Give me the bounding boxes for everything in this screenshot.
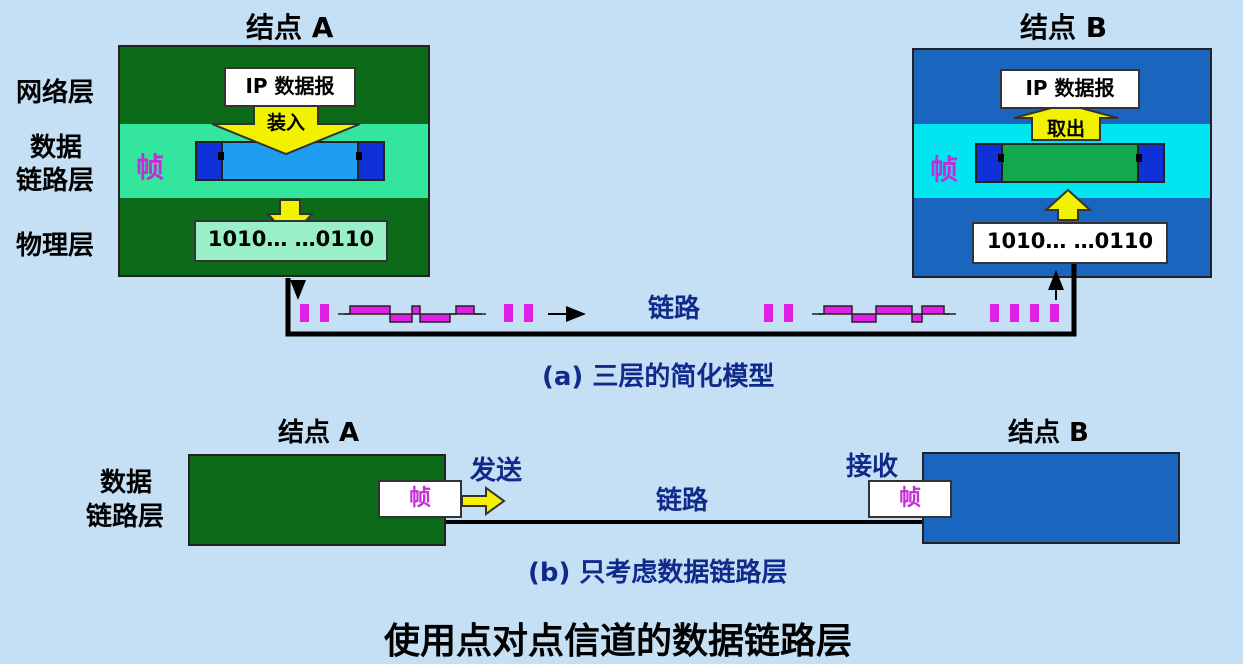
bottom-layer-label-line2: 链路层 [86,502,165,532]
node-b-title: 结点 B [1020,11,1108,44]
node-b-bits: 1010… …0110 [972,222,1168,264]
send-arrow [461,486,506,516]
node-a-ip-packet: IP 数据报 [224,67,356,107]
node-b-frame-label: 帧 [930,153,959,186]
signal-blocks [300,304,1059,322]
bottom-link-label: 链路 [656,486,709,516]
node-b-ip-packet: IP 数据报 [1000,69,1140,109]
main-title: 使用点对点信道的数据链路层 [384,621,853,662]
bottom-frame-a: 帧 [378,480,462,518]
caption-a: (a) 三层的简化模型 [542,362,775,392]
encapsulate-arrow [211,105,361,156]
top-link-label: 链路 [648,294,701,324]
waveform-left [338,305,486,323]
layer-label-datalink-line1: 数据 [30,133,83,163]
bottom-node-b-box [922,452,1180,544]
receive-label: 接收 [846,452,899,482]
node-b-up-arrow [1043,188,1093,221]
layer-label-physical: 物理层 [16,231,95,261]
bottom-node-a-title: 结点 A [278,418,360,448]
bottom-node-b-title: 结点 B [1008,418,1089,448]
send-label: 发送 [470,456,523,486]
top-link [285,262,1077,337]
node-a-title: 结点 A [246,11,334,44]
extract-arrow [1013,102,1119,141]
layer-label-datalink-line2: 链路层 [16,166,95,196]
layer-label-network: 网络层 [16,78,95,108]
bottom-frame-b: 帧 [868,480,952,518]
bottom-layer-label-line1: 数据 [100,468,153,498]
waveform-right [812,305,956,323]
extract-label: 取出 [1046,118,1085,140]
encapsulate-label: 装入 [266,112,305,134]
caption-b: (b) 只考虑数据链路层 [528,558,788,588]
node-a-frame [195,141,385,181]
node-a-frame-label: 帧 [136,151,165,184]
node-b-frame [975,143,1165,183]
node-a-bits: 1010… …0110 [194,220,388,262]
